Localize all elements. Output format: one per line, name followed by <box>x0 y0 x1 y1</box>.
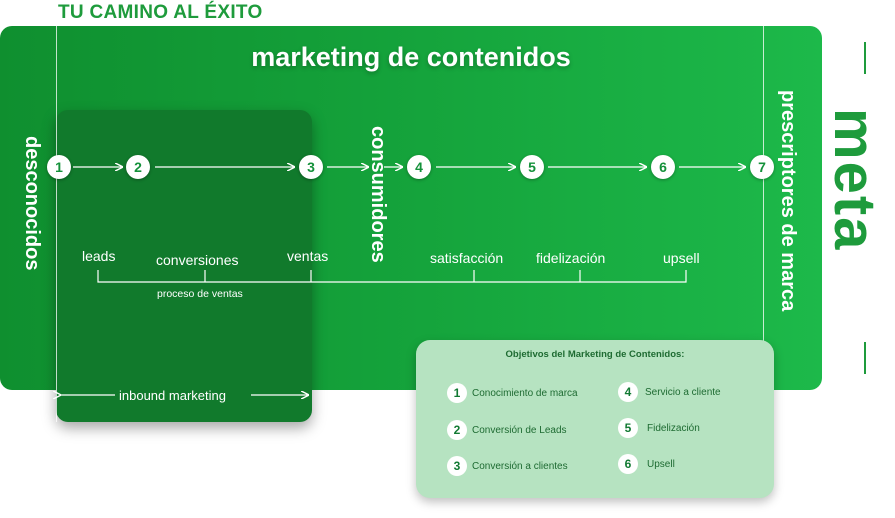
label-desconocidos: desconocidos <box>21 136 43 271</box>
meta-label: meta <box>822 108 887 252</box>
objective-label-6: Upsell <box>647 459 675 470</box>
objective-num-5: 5 <box>618 418 638 438</box>
stage-upsell: upsell <box>663 250 700 266</box>
objective-label-5: Fidelización <box>647 423 700 434</box>
main-title: marketing de contenidos <box>251 42 571 72</box>
meta-dash-bottom <box>864 342 866 374</box>
right-divider <box>763 26 764 390</box>
stage-ventas: ventas <box>287 248 329 264</box>
step-1: 1 <box>47 155 71 179</box>
objectives-title: Objetivos del Marketing de Contenidos: <box>505 349 685 360</box>
label-prescriptores: prescriptores de marca <box>777 90 799 312</box>
left-divider <box>56 26 57 422</box>
step-2: 2 <box>126 155 150 179</box>
inbound-marketing-label: inbound marketing <box>119 388 226 403</box>
objective-label-3: Conversión a clientes <box>472 461 568 472</box>
objective-label-2: Conversión de Leads <box>472 425 567 436</box>
stage-conversiones: conversiones <box>156 252 239 268</box>
step-3: 3 <box>299 155 323 179</box>
stage-leads: leads <box>82 248 116 264</box>
meta-dash-top <box>864 42 866 74</box>
objective-num-1: 1 <box>447 383 467 403</box>
stage-fidelizacion: fidelización <box>536 250 606 266</box>
objective-label-1: Conocimiento de marca <box>472 388 578 399</box>
objective-num-2: 2 <box>447 420 467 440</box>
step-5: 5 <box>520 155 544 179</box>
objectives-panel <box>416 340 774 498</box>
step-4: 4 <box>407 155 431 179</box>
page-title: TU CAMINO AL ÉXITO <box>58 2 263 23</box>
objective-num-6: 6 <box>618 454 638 474</box>
stage-satisfaccion: satisfacción <box>430 250 504 266</box>
sales-process-label: proceso de ventas <box>157 288 243 300</box>
step-7: 7 <box>750 155 774 179</box>
process-bracket <box>97 270 687 283</box>
step-6: 6 <box>651 155 675 179</box>
inbound-marketing-panel <box>56 110 312 422</box>
objective-label-4: Servicio a cliente <box>645 387 721 398</box>
label-consumidores: consumidores <box>367 126 389 263</box>
objective-num-4: 4 <box>618 382 638 402</box>
objective-num-3: 3 <box>447 456 467 476</box>
